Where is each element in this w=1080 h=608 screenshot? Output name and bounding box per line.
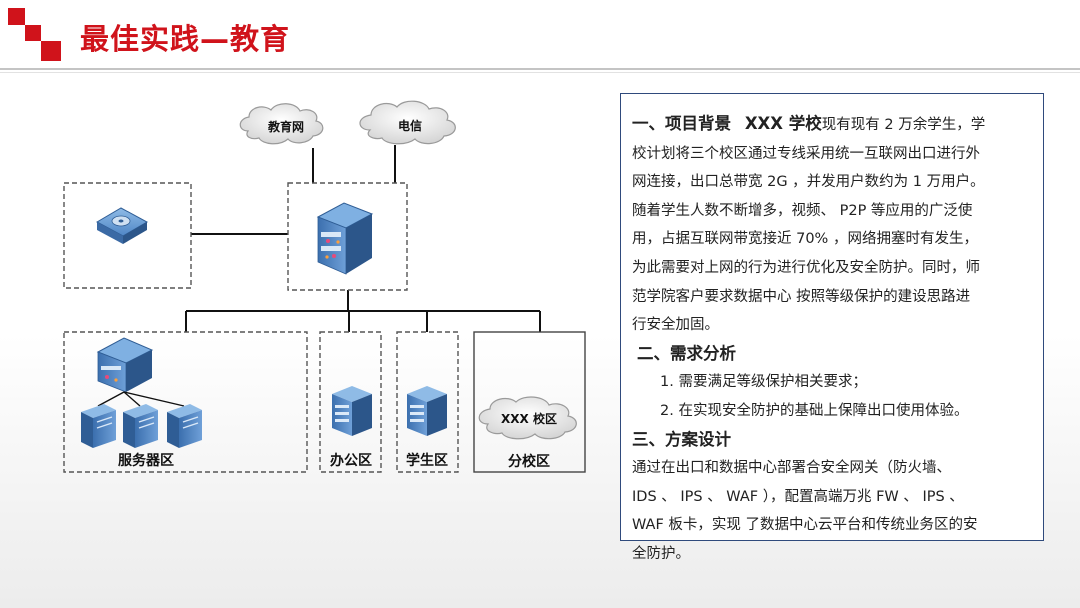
- school-name: XXX 学校: [744, 114, 822, 133]
- core-gateway-zone-box: [287, 182, 408, 291]
- background-line: 用，占据互联网带宽接近 70% ，网络拥塞时有发生，: [632, 231, 978, 248]
- background-line: 范学院客户要求数据中心 按照等级保护的建设思路进: [632, 288, 971, 305]
- zone-label-office: 办公区: [330, 452, 372, 469]
- background-paragraph: 一、项目背景 XXX 学校现有现有 2 万余学生，学 校计划将三个校区通过专线采…: [632, 110, 1036, 340]
- student-zone-box: [396, 331, 459, 473]
- design-paragraph: 通过在出口和数据中心部署合安全网关（防火墙、 IDS 、 IPS 、 WAF ）…: [632, 454, 1036, 568]
- cloud-label-edu-net: 教育网: [267, 119, 304, 134]
- network-diagram: 教育网 电信: [63, 100, 586, 473]
- background-line: 网连接，出口总带宽 2G ，并发用户数约为 1 万用户。: [632, 174, 985, 191]
- student-switch-icon: [407, 386, 447, 436]
- cloud-branch-icon: [478, 396, 577, 440]
- background-line: 为此需要对上网的行为进行优化及安全防护。同时，师: [632, 259, 980, 276]
- background-line: 行安全加固。: [632, 317, 719, 334]
- cloud-label-branch: XXX 校区: [501, 411, 557, 426]
- description-panel: [620, 93, 1044, 541]
- server-links: [97, 391, 185, 407]
- office-zone-box: [319, 331, 382, 473]
- section-heading-requirements: 二、需求分析: [637, 343, 736, 363]
- background-line: 现有现有 2 万余学生，学: [821, 117, 986, 133]
- zone-label-student: 学生区: [406, 452, 448, 469]
- server-1-icon: [81, 404, 116, 448]
- cloud-edu-net-icon: [239, 103, 324, 145]
- branch-zone-box: [473, 331, 586, 473]
- section-heading-design: 三、方案设计: [632, 429, 731, 449]
- cloud-telecom-icon: [359, 100, 456, 145]
- section-heading-background: 一、项目背景: [632, 114, 731, 133]
- design-line: WAF 板卡，实现 了数据中心云平台和传统业务区的安: [632, 517, 978, 534]
- storage-zone-box: [63, 182, 192, 289]
- header-divider: [0, 68, 1080, 70]
- server-zone-gateway-icon: [96, 337, 154, 393]
- connection-lines: [185, 145, 541, 332]
- background-line: 随着学生人数不断增多，视频、 P2P 等应用的广泛使: [632, 202, 973, 219]
- server-2-icon: [123, 404, 158, 448]
- header-divider-shadow: [0, 72, 1080, 73]
- requirement-item: 1. 需要满足等级保护相关要求；: [660, 374, 867, 391]
- office-switch-icon: [332, 386, 372, 436]
- design-line: IDS 、 IPS 、 WAF ），配置高端万兆 FW 、 IPS 、: [632, 488, 964, 505]
- server-3-icon: [167, 404, 202, 448]
- server-zone-box: [63, 331, 308, 473]
- storage-disk-icon: [95, 207, 149, 244]
- core-gateway-icon: [316, 202, 374, 275]
- requirement-item: 2. 在实现安全防护的基础上保障出口使用体验。: [660, 402, 969, 419]
- zone-label-branch: 分校区: [508, 453, 550, 470]
- design-line: 通过在出口和数据中心部署合安全网关（防火墙、: [632, 460, 951, 477]
- brand-logo: [8, 8, 78, 64]
- description-text: 一、项目背景 XXX 学校现有现有 2 万余学生，学 校计划将三个校区通过专线采…: [632, 110, 1036, 569]
- design-line: 全防护。: [632, 545, 690, 562]
- background-line: 校计划将三个校区通过专线采用统一互联网出口进行外: [632, 145, 980, 162]
- cloud-label-telecom: 电信: [398, 118, 422, 133]
- zone-label-server: 服务器区: [118, 452, 174, 469]
- page-title: 最佳实践—教育: [80, 22, 291, 56]
